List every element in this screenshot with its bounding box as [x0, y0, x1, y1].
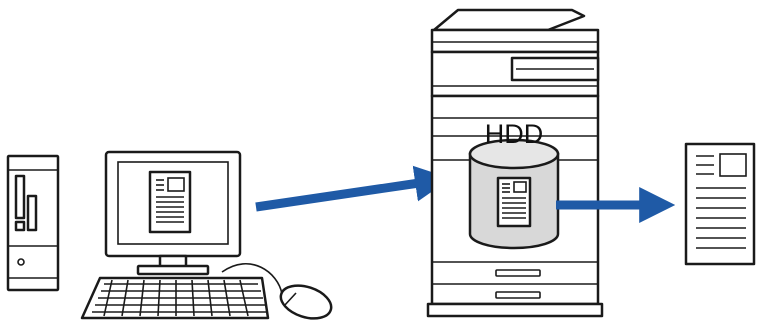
send-arrow — [256, 182, 426, 207]
pc-tower-icon — [8, 156, 58, 290]
keyboard-icon — [82, 278, 268, 318]
hdd-drum-icon — [470, 140, 558, 248]
monitor-icon — [106, 152, 240, 274]
hdd-label: HDD — [485, 119, 544, 149]
screen-document-icon — [150, 172, 190, 232]
output-document-icon — [686, 144, 754, 264]
hdd-document-icon — [498, 178, 530, 226]
